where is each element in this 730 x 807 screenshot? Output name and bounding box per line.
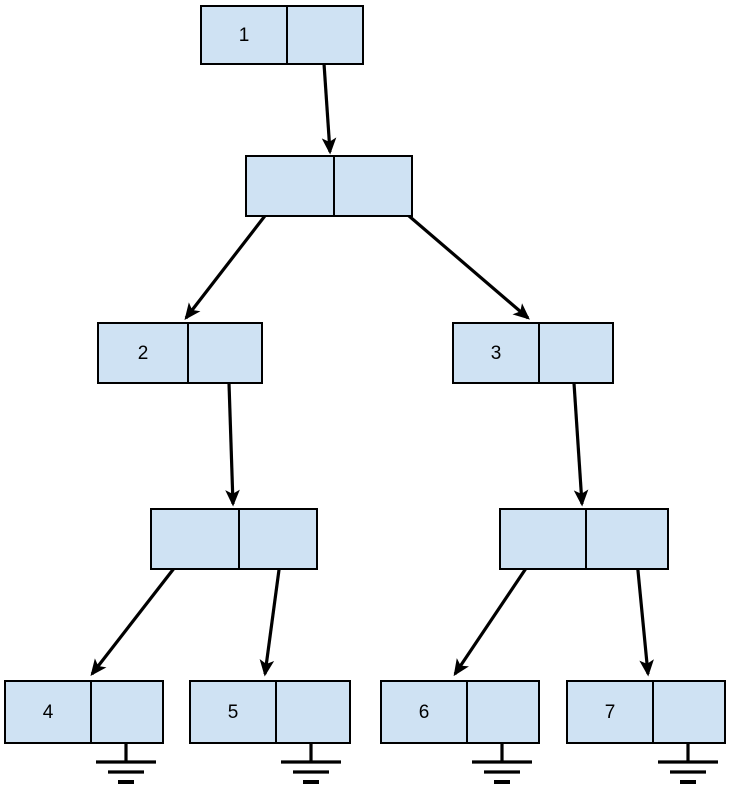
node-pointer-left-2 xyxy=(238,510,316,568)
node-pointer-root-head xyxy=(286,7,362,63)
node-value-root-head: 1 xyxy=(238,24,250,46)
node-root xyxy=(245,155,413,217)
node-left-1: 2 xyxy=(97,322,263,384)
node-leaf-7: 7 xyxy=(566,680,726,744)
node-value-leaf-5: 5 xyxy=(227,701,239,723)
node-value-leaf-4: 4 xyxy=(42,701,54,723)
node-leaf-4: 4 xyxy=(4,680,164,744)
node-root-head: 1 xyxy=(200,5,364,65)
node-value-root xyxy=(247,157,333,215)
node-pointer-left-1 xyxy=(187,324,261,382)
node-pointer-leaf-5 xyxy=(275,682,349,742)
node-right-2 xyxy=(499,508,669,570)
node-pointer-leaf-7 xyxy=(652,682,724,742)
node-left-2 xyxy=(150,508,318,570)
node-leaf-6: 6 xyxy=(380,680,540,744)
node-value-right-2 xyxy=(501,510,585,568)
node-pointer-leaf-6 xyxy=(466,682,538,742)
node-value-left-1: 2 xyxy=(137,342,149,364)
node-value-left-2 xyxy=(152,510,238,568)
node-pointer-right-1 xyxy=(538,324,612,382)
node-pointer-root xyxy=(333,157,411,215)
node-value-leaf-7: 7 xyxy=(604,701,616,723)
node-pointer-leaf-4 xyxy=(90,682,162,742)
node-right-1: 3 xyxy=(452,322,614,384)
node-value-leaf-6: 6 xyxy=(418,701,430,723)
node-value-right-1: 3 xyxy=(490,342,502,364)
node-leaf-5: 5 xyxy=(189,680,351,744)
node-pointer-right-2 xyxy=(585,510,667,568)
